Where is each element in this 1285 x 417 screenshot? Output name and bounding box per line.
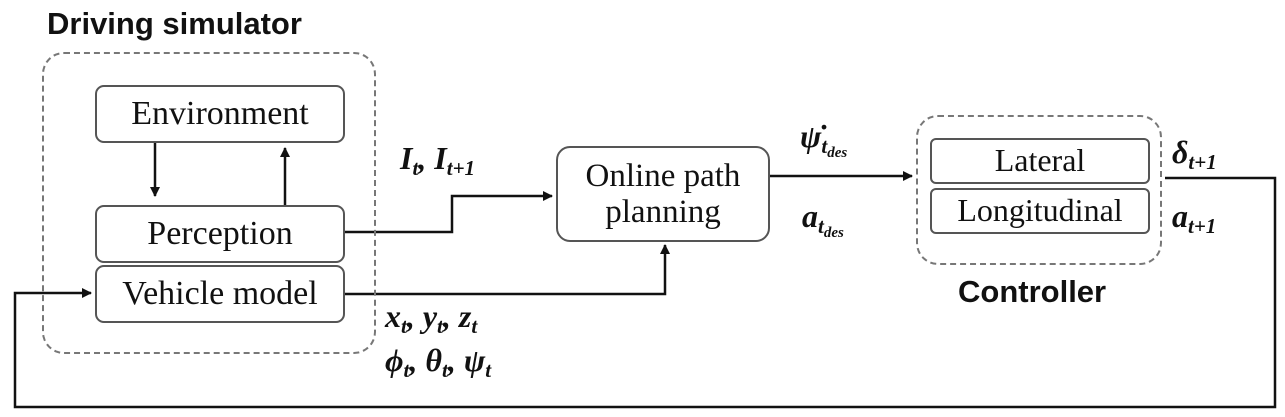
online-path-planning-box: Online path planning [556, 146, 770, 242]
perception-label: Perception [147, 215, 293, 253]
desired-yaw-rate-label: ψ̇tdes [800, 118, 848, 161]
environment-box: Environment [95, 85, 345, 143]
acceleration-output-label: at+1 [1172, 198, 1217, 238]
controller-group [916, 115, 1162, 265]
longitudinal-label: Longitudinal [957, 192, 1123, 229]
pose-position-label: xt, yt, zt [385, 298, 478, 338]
controller-title: Controller [958, 274, 1107, 309]
steering-output-label: δt+1 [1172, 134, 1217, 174]
lateral-box: Lateral [930, 138, 1150, 184]
pose-orientation-label: ϕt, θt, ψt [385, 342, 492, 382]
arrow-feedback-loop [13, 176, 1277, 409]
driving-simulator-group [42, 52, 376, 354]
driving-simulator-title: Driving simulator [47, 6, 302, 41]
vehicle-model-label: Vehicle model [122, 275, 318, 313]
planner-label-line1: Online path [585, 157, 741, 194]
perception-box: Perception [95, 205, 345, 263]
arrow-vehicle-to-planner [345, 244, 670, 296]
arrow-perception-to-planner [345, 191, 553, 234]
desired-acceleration-label: atdes [802, 198, 844, 241]
environment-label: Environment [131, 95, 309, 133]
longitudinal-box: Longitudinal [930, 188, 1150, 234]
lateral-label: Lateral [994, 142, 1086, 179]
images-signal-label: It, It+1 [400, 140, 476, 180]
planner-label-line2: planning [605, 194, 721, 230]
vehicle-model-box: Vehicle model [95, 265, 345, 323]
